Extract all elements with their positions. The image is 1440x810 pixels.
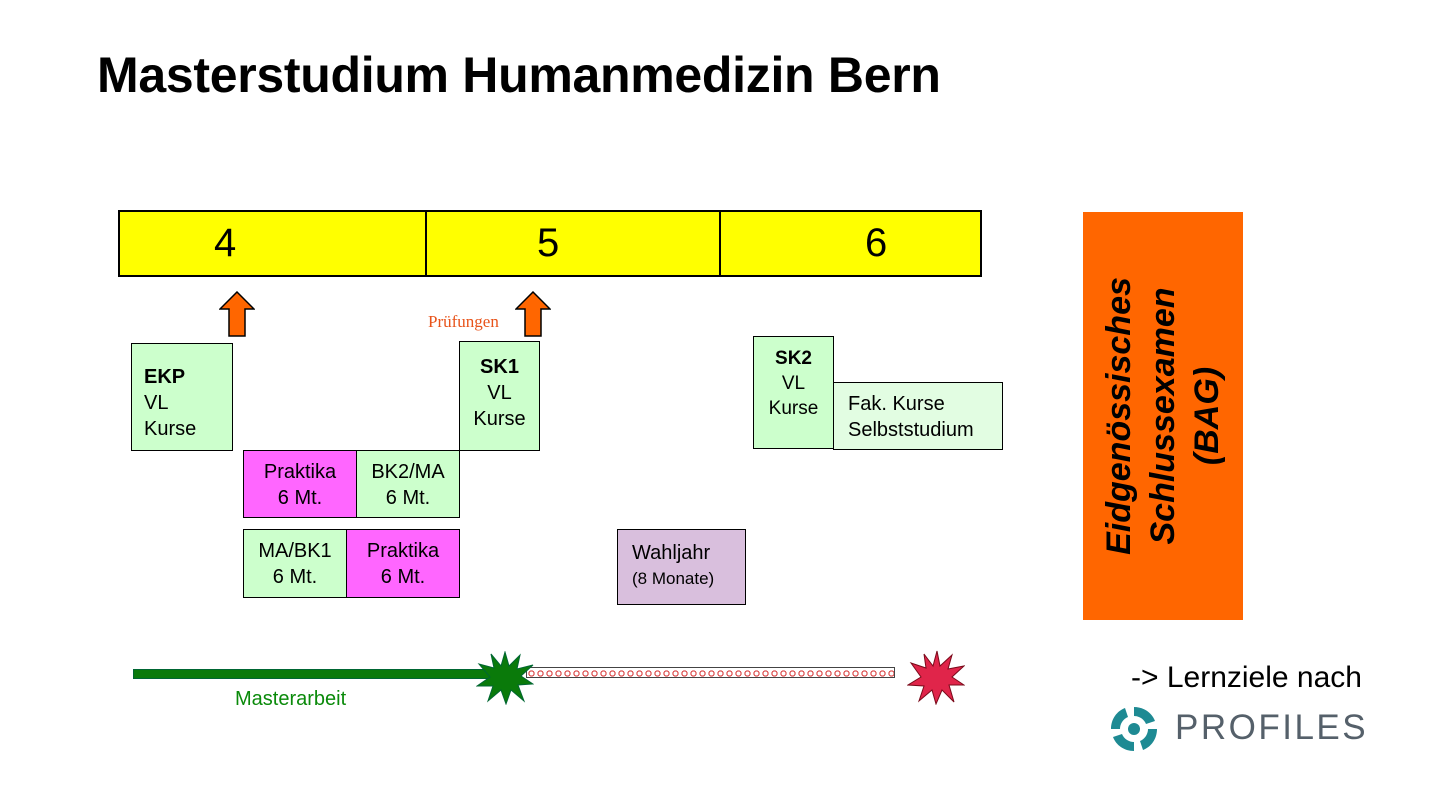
box-heading: SK2 (775, 348, 812, 369)
box-line: VL (487, 382, 512, 404)
semester-label: 5 (537, 221, 560, 265)
masterarbeit-label: Masterarbeit (235, 688, 347, 710)
dotted-timeline (526, 667, 895, 678)
box-line: 6 Mt. (385, 487, 431, 509)
box-line: 6 Mt. (272, 566, 318, 588)
bk2-ma-box: BK2/MA 6 Mt. (356, 450, 460, 518)
profiles-wordmark: PROFILES (1175, 708, 1369, 747)
up-arrow-icon (219, 291, 255, 337)
semester-4: 4 (118, 210, 427, 277)
exam-line: (BAG) (1188, 366, 1226, 466)
box-line: Kurse (768, 398, 819, 419)
exam-line: Schlussexamen (1144, 287, 1182, 545)
box-line: Praktika (263, 461, 337, 483)
box-line: Wahljahr (632, 542, 711, 564)
sk1-box: SK1 VL Kurse (459, 341, 540, 451)
box-line: Kurse (144, 418, 197, 440)
page-title: Masterstudium Humanmedizin Bern (97, 47, 941, 103)
masterarbeit-line (133, 669, 495, 679)
semester-6: 6 (719, 210, 982, 277)
semester-label: 4 (214, 221, 237, 265)
box-line: 6 Mt. (277, 487, 323, 509)
exam-line: Eidgenössisches (1100, 277, 1138, 555)
box-line: Kurse (473, 408, 526, 430)
lernziele-text: -> Lernziele nach (1131, 661, 1362, 694)
red-burst-icon (907, 650, 965, 705)
schlussexamen-box: Eidgenössisches Schlussexamen (BAG) (1083, 212, 1243, 620)
fak-kurse-box: Fak. Kurse Selbststudium (833, 382, 1003, 450)
ekp-box: EKP VL Kurse (131, 343, 233, 451)
box-line: VL (144, 392, 169, 414)
box-line: MA/BK1 (258, 540, 332, 562)
sk2-box: SK2 VL Kurse (753, 336, 834, 449)
up-arrow-icon (515, 291, 551, 337)
semester-label: 6 (865, 221, 888, 265)
box-line: 6 Mt. (380, 566, 426, 588)
green-burst-icon (476, 651, 534, 705)
box-heading: SK1 (480, 356, 519, 378)
profiles-logo-icon (1111, 707, 1157, 751)
box-line: Praktika (366, 540, 440, 562)
pruefungen-label: Prüfungen (428, 312, 499, 331)
ma-bk1-box: MA/BK1 6 Mt. (243, 529, 347, 598)
box-line: BK2/MA (371, 461, 445, 483)
praktika-box: Praktika 6 Mt. (346, 529, 460, 598)
box-line: (8 Monate) (632, 569, 715, 588)
schlussexamen-text: Eidgenössisches Schlussexamen (BAG) (1097, 216, 1229, 616)
box-line: Fak. Kurse (848, 393, 945, 415)
box-line: VL (781, 373, 806, 394)
praktika-box: Praktika 6 Mt. (243, 450, 357, 518)
box-heading: EKP (144, 366, 186, 388)
box-line: Selbststudium (848, 419, 974, 441)
semester-5: 5 (425, 210, 721, 277)
wahljahr-box: Wahljahr (8 Monate) (617, 529, 746, 605)
